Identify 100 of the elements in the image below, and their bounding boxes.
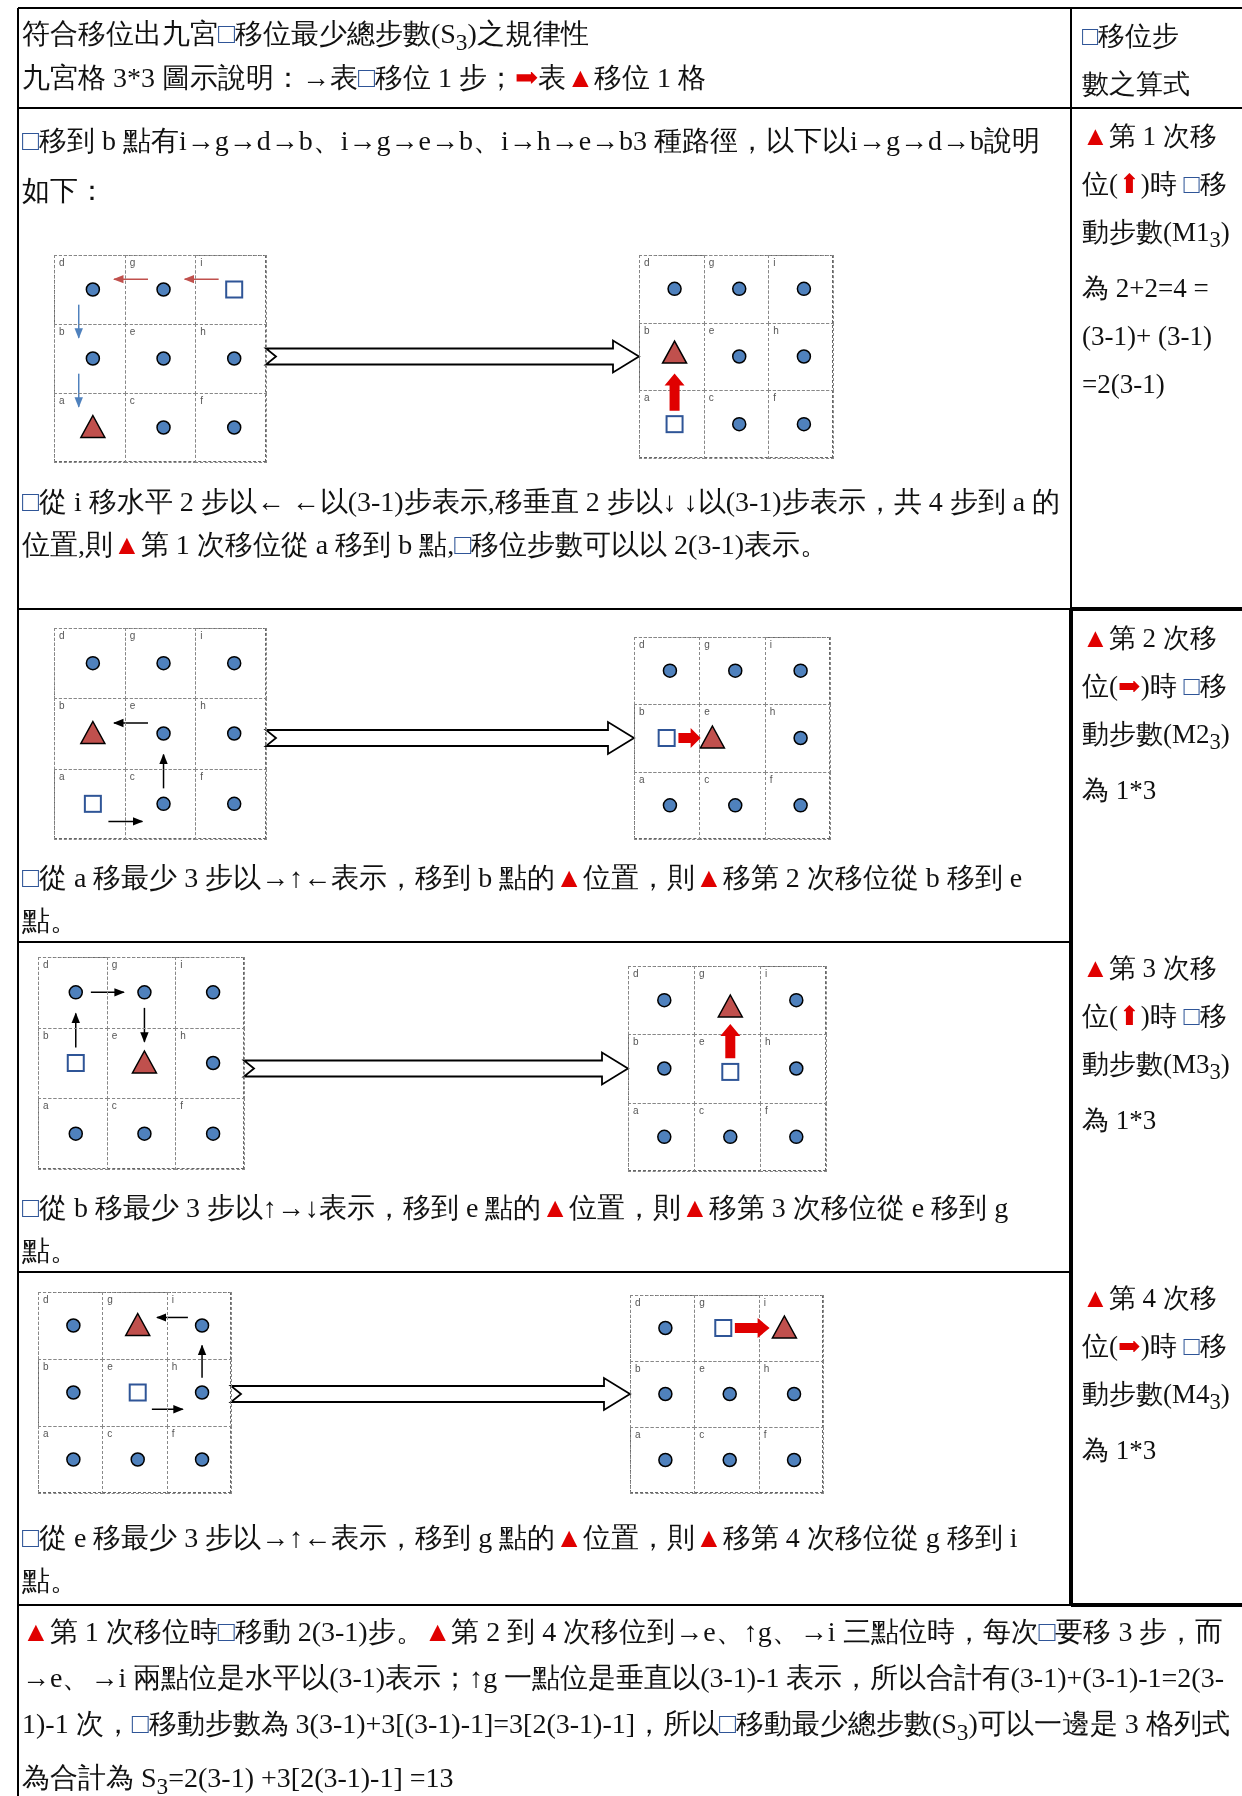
cell-letter: g (107, 1294, 113, 1305)
description-text: □從 e 移最少 3 步以→↑←表示，移到 g 點的▲位置，則▲移第 4 次移位從 g 移到 i 點。 (22, 1521, 1019, 1598)
description-text: □從 a 移最少 3 步以→↑←表示，移到 b 點的▲位置，則▲移第 2 次移位從 b 移到 e 點。 (22, 861, 1024, 938)
cell-letter: c (129, 770, 135, 782)
cell-letter: b (59, 326, 65, 337)
cell-letter: c (107, 1428, 113, 1439)
cell-letter: i (773, 257, 776, 268)
grid-box (38, 1292, 231, 1493)
description-text: □移到 b 點有i→g→d→b、i→g→e→b、i→h→e→b3 種路徑，以下以i→g→d→b說明如下： (22, 124, 1041, 208)
cell-letter: i (769, 639, 772, 650)
cell-letter: c (111, 1100, 117, 1112)
cell-letter: i (200, 257, 203, 268)
cell-letter: d (43, 959, 49, 970)
description-text: □從 b 移最少 3 步以↑→↓表示，移到 e 點的▲位置，則▲移第 3 次移位從 e 移到 g 點。 (22, 1191, 1010, 1268)
grid-box (54, 628, 266, 839)
cell-letter: a (43, 1428, 49, 1439)
cell-letter: f (200, 770, 204, 782)
cell-letter: e (708, 324, 715, 336)
cell-letter: d (635, 1297, 641, 1308)
cell-letter: h (765, 1036, 771, 1048)
cell-letter: d (43, 1294, 49, 1305)
cell-letter: a (635, 1429, 641, 1440)
cell-letter: b (633, 1036, 639, 1048)
description-text: □從 i 移水平 2 步以← ←以(3-1)步表示,移垂直 2 步以↓ ↓以(3-1)步表示，共 4 步到 a 的位置,則▲第 1 次移位從 a 移到 b 點,□移位步數可以以 2(3-1)表示。 (22, 485, 1062, 562)
formula-text: ▲第 4 次移位(➡)時 □移動步數(M4$_{3}$)為 1*3 (1082, 1282, 1231, 1468)
cell-letter: f (171, 1428, 175, 1439)
heading-text: 符合移位出九宮□移位最少總步數(S$_{3}$)之規律性 (22, 17, 590, 57)
arrow (74, 372, 83, 408)
cell-letter: d (633, 968, 639, 979)
cell-letter: e (107, 1361, 113, 1372)
cell-letter: c (704, 773, 710, 785)
cell-letter: a (639, 773, 645, 785)
cell-letter: d (59, 257, 65, 268)
cell-letter: e (111, 1029, 118, 1041)
cell-letter: i (180, 959, 183, 970)
cell-letter: f (200, 395, 204, 406)
cell-letter: h (763, 1363, 770, 1374)
cell-letter: g (708, 257, 715, 268)
cell-letter: d (639, 639, 645, 650)
cell-letter: c (708, 392, 714, 404)
cell-letter: a (59, 395, 65, 406)
cell-letter: b (59, 700, 65, 712)
grid-box (639, 255, 833, 458)
cell-letter: f (769, 773, 773, 785)
arrow (71, 1012, 80, 1049)
cell-letter: e (129, 326, 136, 337)
column-heading: □移位步數之算式 (1082, 20, 1191, 101)
cell-letter: h (171, 1361, 178, 1372)
grid-box (634, 637, 830, 839)
legend-text: 九宮格 3*3 圖示說明：→表□移位 1 步；➡表▲移位 1 格 (22, 61, 708, 95)
cell-letter: d (59, 630, 65, 641)
cell-letter: h (773, 324, 779, 336)
cell-letter: f (773, 392, 777, 404)
arrow (113, 718, 149, 728)
cell-letter: e (699, 1036, 705, 1048)
formula-text: ▲第 3 次移位(⬆)時 □移動步數(M3$_{3}$)為 1*3 (1082, 952, 1231, 1138)
cell-letter: i (763, 1297, 766, 1308)
block-arrow (263, 720, 636, 756)
cell-letter: d (644, 257, 650, 268)
arrow (90, 988, 125, 997)
grid-box (54, 255, 266, 462)
cell-letter: f (763, 1429, 767, 1440)
arrow (140, 1007, 149, 1043)
cell-letter: b (43, 1029, 49, 1041)
cell-letter: g (129, 257, 136, 268)
cell-letter: c (129, 395, 135, 406)
arrow (155, 1313, 189, 1322)
cell-letter: g (699, 968, 705, 979)
cell-letter: h (200, 700, 206, 712)
cell-letter: i (765, 968, 768, 979)
cell-letter: i (171, 1294, 174, 1305)
cell-letter: b (639, 706, 645, 718)
grid-box (628, 966, 826, 1171)
formula-text: ▲第 2 次移位(➡)時 □移動步數(M2$_{3}$)為 1*3 (1082, 622, 1231, 808)
arrow (107, 817, 144, 826)
grid-box (38, 957, 244, 1169)
cell-letter: g (704, 639, 710, 650)
cell-letter: h (200, 326, 206, 337)
block-arrow (241, 1050, 630, 1087)
cell-letter: a (43, 1100, 49, 1112)
cell-letter: c (699, 1429, 705, 1440)
cell-letter: b (635, 1363, 641, 1374)
arrow (159, 753, 168, 790)
cell-letter: h (769, 706, 776, 718)
arrow (74, 303, 83, 339)
arrow (183, 274, 220, 284)
arrow (197, 1344, 207, 1379)
cell-letter: i (200, 630, 203, 641)
cell-letter: b (43, 1361, 49, 1372)
arrow (151, 1405, 184, 1414)
summary-text: ▲第 1 次移位時□移動 2(3-1)步。▲第 2 到 4 次移位到→e、↑g、→i 三點位時，每次□要移 3 步，而→e、→i 兩點位是水平以(3-1)表示；↑g 一點位是垂直以(3-1)-1 表示，所以合計有(3-1)+(3-1)-1=2(3-1)-1 次，□移動步數為 3(3-1)+3[(3-1)-1]=3[2(3-1)-1]，所以□移動最少總步數(S$_{3}$)可以一邊是 3 格列式為合計為 S$_{3}$=2(3-1) +3[2(3-1)-1] =13 (22, 1615, 1231, 1796)
cell-letter: e (699, 1363, 705, 1374)
cell-letter: a (644, 392, 650, 404)
cell-letter: f (765, 1104, 768, 1116)
arrow (113, 274, 149, 284)
cell-letter: b (644, 324, 650, 336)
cell-letter: a (59, 770, 65, 782)
grid-box (630, 1295, 823, 1493)
cell-letter: e (704, 706, 710, 718)
cell-letter: f (180, 1100, 184, 1112)
